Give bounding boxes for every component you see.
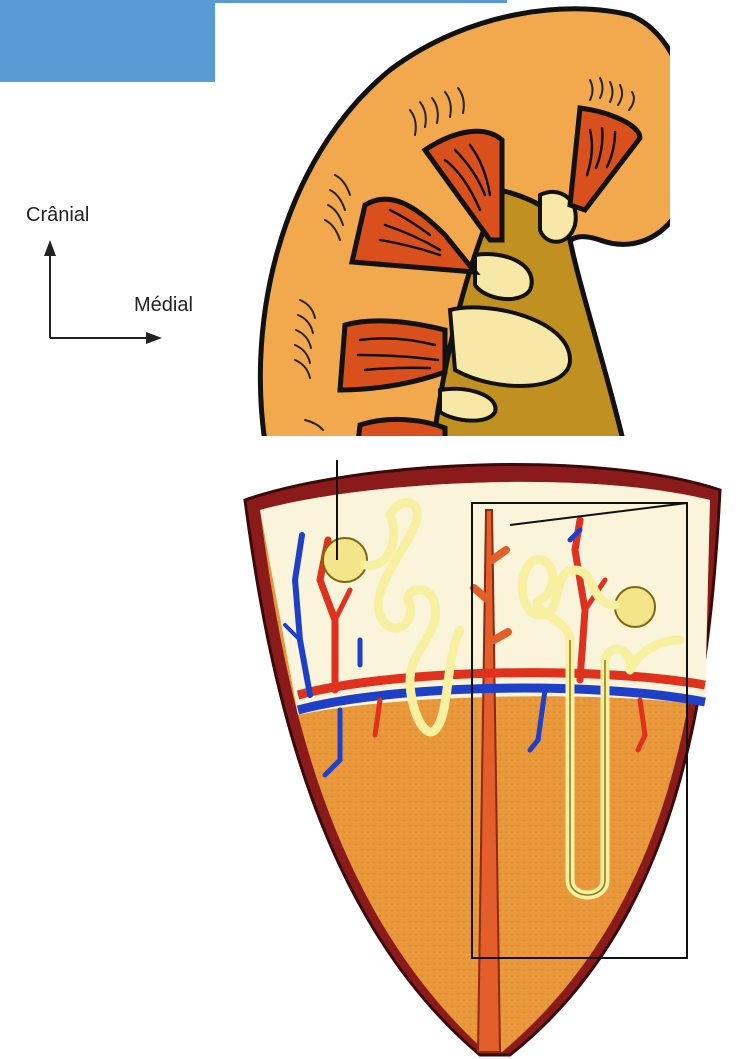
kidney-section-diagram	[240, 0, 670, 440]
nephron-lobe-diagram	[240, 440, 747, 1059]
glomerulus-right	[615, 587, 655, 627]
orientation-arrows-icon	[0, 0, 240, 360]
medial-label: Médial	[134, 294, 193, 317]
renal-pyramid-5	[355, 419, 445, 440]
cranial-label: Crânial	[26, 204, 89, 227]
glomerulus-left	[323, 538, 367, 582]
